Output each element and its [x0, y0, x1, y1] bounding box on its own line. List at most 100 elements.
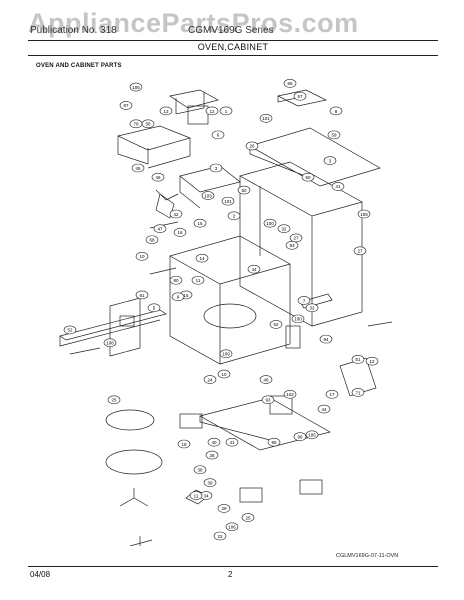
callout-100: 100	[291, 314, 305, 324]
callout-label: 50	[241, 188, 247, 193]
callout-95: 95	[267, 437, 281, 447]
callout-59: 59	[327, 130, 341, 140]
callout-47: 47	[153, 224, 167, 234]
callout-label: 8	[335, 109, 338, 114]
callout-label: 93	[289, 243, 295, 248]
callout-50: 50	[301, 172, 315, 182]
callout-label: 46	[155, 175, 161, 180]
callout-14: 14	[195, 253, 209, 263]
callout-label: 46	[263, 377, 269, 382]
callout-39: 39	[203, 478, 217, 487]
callout-label: 23	[217, 534, 223, 539]
callout-label: 57	[297, 94, 303, 99]
callout-label: 16	[177, 230, 183, 235]
callout-label: 14	[199, 256, 205, 261]
control-panel	[109, 297, 141, 357]
callout-52: 52	[63, 325, 77, 335]
callout-32: 32	[305, 303, 319, 313]
callout-101: 101	[221, 196, 235, 206]
callout-8: 8	[329, 106, 343, 116]
callout-label: 95	[271, 440, 277, 445]
callout-label: 39	[207, 480, 213, 485]
callout-label: 80	[173, 278, 179, 283]
callout-label: 6	[217, 133, 220, 138]
watermark-text: AppliancePartsPros.com	[28, 8, 359, 38]
page-number: 2	[228, 570, 233, 579]
callout-label: 24	[207, 377, 213, 382]
callout-label: 68	[149, 238, 155, 243]
callout-label: 56	[287, 81, 293, 86]
magnetron	[285, 325, 301, 349]
callout-label: 96	[297, 434, 303, 439]
blower-motor	[169, 89, 219, 115]
pcb-b	[239, 487, 263, 503]
callout-12: 12	[205, 106, 219, 116]
callout-13: 13	[159, 106, 173, 116]
callout-label: 47	[157, 227, 163, 232]
callout-label: 94	[323, 337, 329, 342]
oven-cavity	[169, 235, 291, 365]
callout-44: 44	[317, 404, 331, 414]
callout-68: 68	[145, 235, 159, 245]
callout-41: 41	[331, 182, 345, 191]
callout-label: 81	[139, 293, 145, 298]
callout-label: 34	[203, 493, 209, 498]
callout-label: 59	[331, 133, 337, 138]
callout-42: 42	[169, 209, 183, 219]
section-title: OVEN,CABINET	[197, 42, 269, 52]
callout-16: 16	[173, 228, 187, 237]
callout-3: 3	[209, 163, 223, 173]
callout-25: 25	[107, 395, 121, 405]
cavity-window	[203, 303, 257, 329]
part-outlines	[59, 89, 393, 546]
motor-bracket	[179, 165, 241, 209]
callout-label: 18	[181, 442, 187, 447]
callout-label: 44	[251, 267, 257, 272]
callout-label: 78	[133, 122, 139, 127]
callout-label: 29	[221, 506, 227, 511]
callout-29: 29	[217, 504, 231, 513]
callout-label: 71	[355, 390, 361, 395]
footer-date: 04/08	[30, 570, 51, 579]
callout-62: 62	[269, 320, 283, 329]
callout-label: 51	[355, 357, 361, 362]
callout-23: 23	[213, 531, 227, 541]
callout-label: 102	[286, 392, 294, 397]
callout-label: 41	[335, 184, 341, 189]
callout-label: 10	[139, 254, 145, 259]
callout-label: 11	[194, 493, 199, 498]
base-plate	[199, 397, 331, 451]
right-rail	[299, 293, 333, 309]
callout-109: 109	[219, 349, 233, 359]
callout-17: 17	[325, 390, 339, 399]
callout-10: 10	[135, 252, 149, 261]
callout-label: 32	[281, 227, 287, 232]
callout-96: 96	[293, 432, 307, 441]
diagram-subtitle: OVEN AND CABINET PARTS	[36, 63, 122, 69]
callout-label: 106	[132, 85, 140, 90]
callout-11: 11	[189, 491, 203, 500]
callout-57: 57	[293, 91, 307, 101]
callout-label: 13	[163, 109, 169, 114]
outer-cabinet	[239, 161, 363, 327]
callout-label: 32	[309, 306, 315, 311]
callout-87: 87	[119, 101, 133, 110]
callout-41: 41	[225, 437, 239, 447]
figure-code: CGLMV169G-07-11-OVN	[336, 553, 399, 559]
callout-3: 3	[323, 156, 337, 165]
callout-46: 46	[259, 375, 273, 384]
callout-1: 1	[219, 106, 233, 116]
callout-label: 3	[329, 158, 332, 163]
callout-label: 25	[245, 515, 251, 520]
callout-93: 93	[285, 240, 299, 250]
callout-label: 108	[106, 341, 114, 346]
callout-108: 108	[103, 338, 117, 348]
pcb-c	[299, 479, 323, 495]
roller-ring	[105, 449, 163, 475]
callout-45: 45	[131, 163, 145, 173]
fan-housing	[187, 105, 209, 125]
callout-label: 44	[321, 407, 327, 412]
